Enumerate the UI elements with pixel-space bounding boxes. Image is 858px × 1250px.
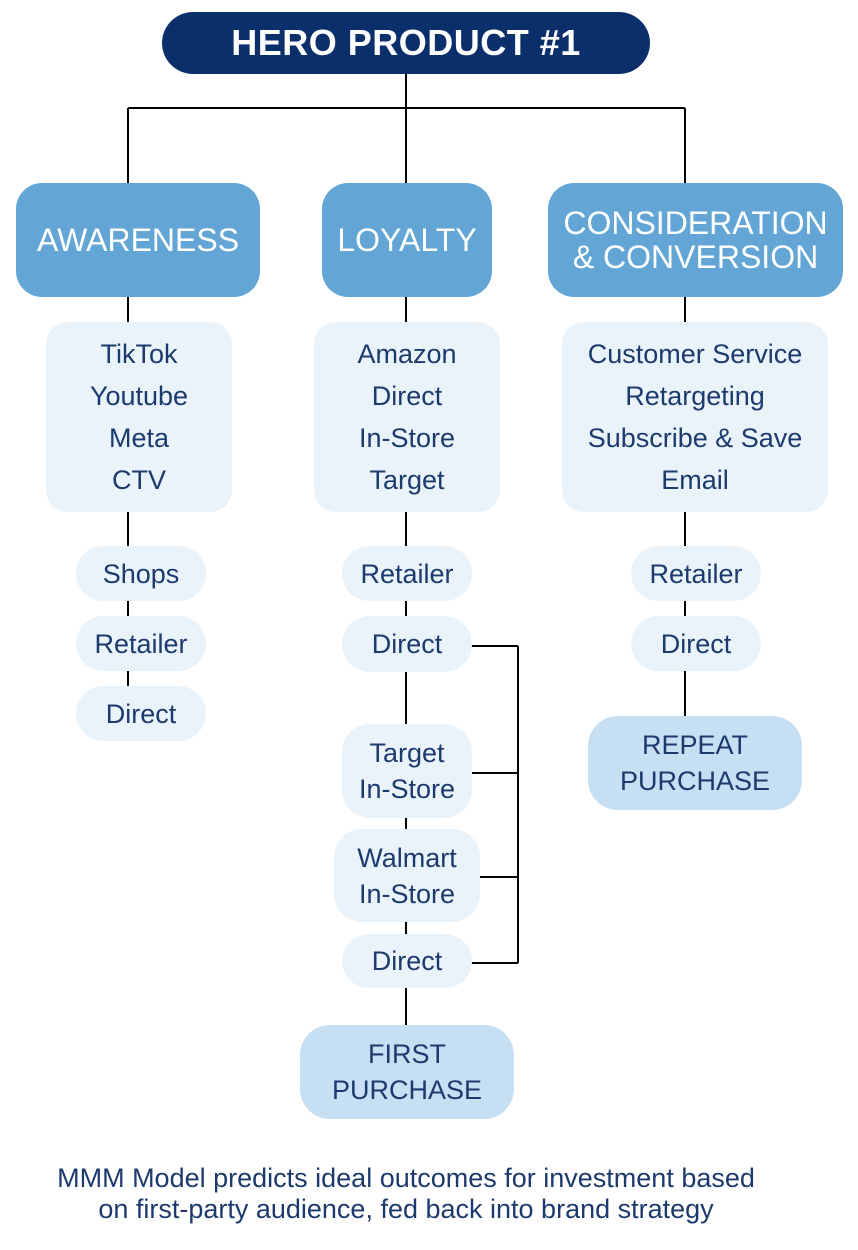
step-label: Direct	[371, 946, 443, 976]
category-label-line-1: CONSIDERATION	[563, 205, 828, 241]
step-pill-target-instore: Target In-Store	[342, 724, 472, 818]
step-pill: Retailer	[76, 616, 206, 671]
step-pill: Shops	[76, 546, 206, 601]
step-pill: Direct	[342, 616, 472, 672]
footer-line-1: MMM Model predicts ideal outcomes for in…	[57, 1163, 755, 1193]
step-label: Retailer	[360, 558, 454, 589]
step-pill-walmart-instore: Walmart In-Store	[334, 829, 480, 922]
channel-item: In-Store	[358, 423, 456, 453]
channel-item: Subscribe & Save	[587, 423, 803, 453]
outcome-label-line-1: REPEAT	[641, 730, 749, 760]
step-label: Direct	[660, 628, 732, 659]
category-awareness: AWARENESS	[16, 183, 260, 297]
consideration-channel-list: Customer Service Retargeting Subscribe &…	[562, 322, 828, 512]
channel-item: Amazon	[357, 339, 457, 369]
step-pill: Retailer	[342, 546, 472, 601]
step-pill: Retailer	[631, 546, 761, 601]
step-label-line-1: Target	[369, 738, 445, 768]
step-label: Shops	[102, 558, 180, 589]
step-label-line-1: Walmart	[357, 842, 457, 873]
category-loyalty: LOYALTY	[322, 183, 492, 297]
channel-item: Customer Service	[587, 339, 803, 369]
step-label-line-2: In-Store	[358, 774, 456, 804]
step-pill: Direct	[76, 686, 206, 741]
category-label-line-2: & CONVERSION	[572, 239, 819, 275]
outcome-first-purchase: FIRST PURCHASE	[300, 1025, 514, 1119]
channel-item: Email	[661, 465, 729, 495]
outcome-label-line-1: FIRST	[368, 1039, 446, 1069]
outcome-label-line-2: PURCHASE	[619, 766, 771, 796]
step-label: Direct	[105, 698, 177, 729]
step-label-line-2: In-Store	[358, 878, 456, 909]
footer-note: MMM Model predicts ideal outcomes for in…	[0, 1163, 812, 1225]
step-label: Retailer	[649, 558, 743, 589]
step-label: Direct	[371, 629, 443, 659]
channel-item: Direct	[371, 381, 443, 411]
category-consideration-conversion: CONSIDERATION & CONVERSION	[548, 183, 843, 297]
outcome-label-line-2: PURCHASE	[331, 1075, 483, 1105]
channel-item: Meta	[108, 423, 170, 453]
outcome-repeat-purchase: REPEAT PURCHASE	[588, 716, 802, 810]
category-label: AWARENESS	[36, 222, 240, 258]
channel-item: Target	[369, 465, 445, 495]
channel-item: Youtube	[89, 381, 189, 411]
awareness-channel-list: TikTok Youtube Meta CTV	[46, 322, 232, 512]
step-pill: Direct	[342, 934, 472, 988]
hero-title-text: HERO PRODUCT #1	[231, 22, 581, 63]
channel-item: Retargeting	[625, 381, 765, 411]
channel-item: TikTok	[100, 339, 178, 369]
step-label: Retailer	[94, 628, 188, 659]
hero-product-title: HERO PRODUCT #1	[162, 12, 650, 74]
category-label: LOYALTY	[337, 222, 477, 258]
footer-line-2: on first-party audience, fed back into b…	[98, 1194, 714, 1224]
step-pill: Direct	[631, 616, 761, 671]
loyalty-channel-list: Amazon Direct In-Store Target	[314, 322, 500, 512]
channel-item: CTV	[112, 465, 166, 495]
